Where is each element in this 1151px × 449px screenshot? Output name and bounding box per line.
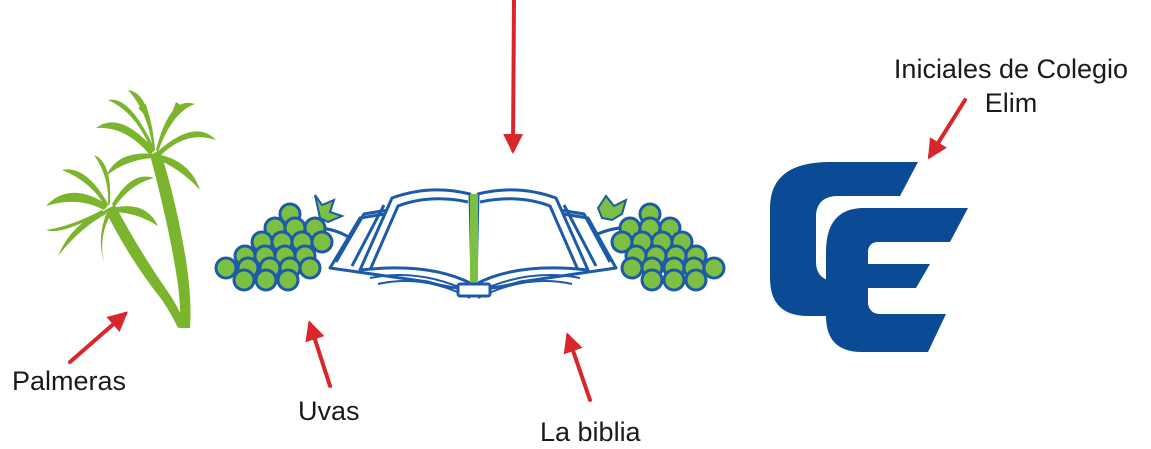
arrow-palms	[70, 314, 125, 362]
bible-spine-clasp	[458, 284, 490, 296]
grape	[300, 258, 320, 278]
palm-trees-illustration	[46, 90, 216, 328]
grape	[216, 258, 236, 278]
bible-right-page	[476, 190, 588, 284]
grape	[278, 270, 298, 290]
grape	[312, 232, 332, 252]
grape-cluster-right	[612, 204, 724, 290]
grape	[622, 258, 642, 278]
label-initials-line1: Iniciales de Colegio	[880, 52, 1142, 86]
grape	[704, 258, 724, 278]
grape	[686, 270, 706, 290]
label-bible: La biblia	[540, 415, 641, 449]
arrow-grapes	[310, 324, 330, 386]
grape	[256, 270, 276, 290]
grape	[234, 270, 254, 290]
grapes-right-illustration	[590, 196, 724, 290]
label-palms: Palmeras	[12, 364, 126, 398]
grape-leaf-right	[598, 196, 626, 220]
grapes-left-illustration	[216, 195, 350, 290]
arrow-top	[513, 0, 514, 150]
bible-bookmark	[470, 194, 478, 284]
bible-left-page	[360, 190, 472, 284]
label-initials-line2: Elim	[880, 86, 1142, 120]
open-bible-illustration	[330, 190, 616, 298]
arrow-bible	[568, 336, 590, 400]
grape-cluster-left	[216, 204, 332, 290]
label-initials: Iniciales de Colegio Elim	[880, 52, 1142, 120]
grape	[664, 270, 684, 290]
monogram-letter-e	[826, 208, 968, 352]
ce-monogram-logo	[770, 162, 968, 352]
grape	[642, 270, 662, 290]
label-grapes: Uvas	[298, 394, 360, 428]
palm-fronds-lower	[46, 155, 158, 262]
